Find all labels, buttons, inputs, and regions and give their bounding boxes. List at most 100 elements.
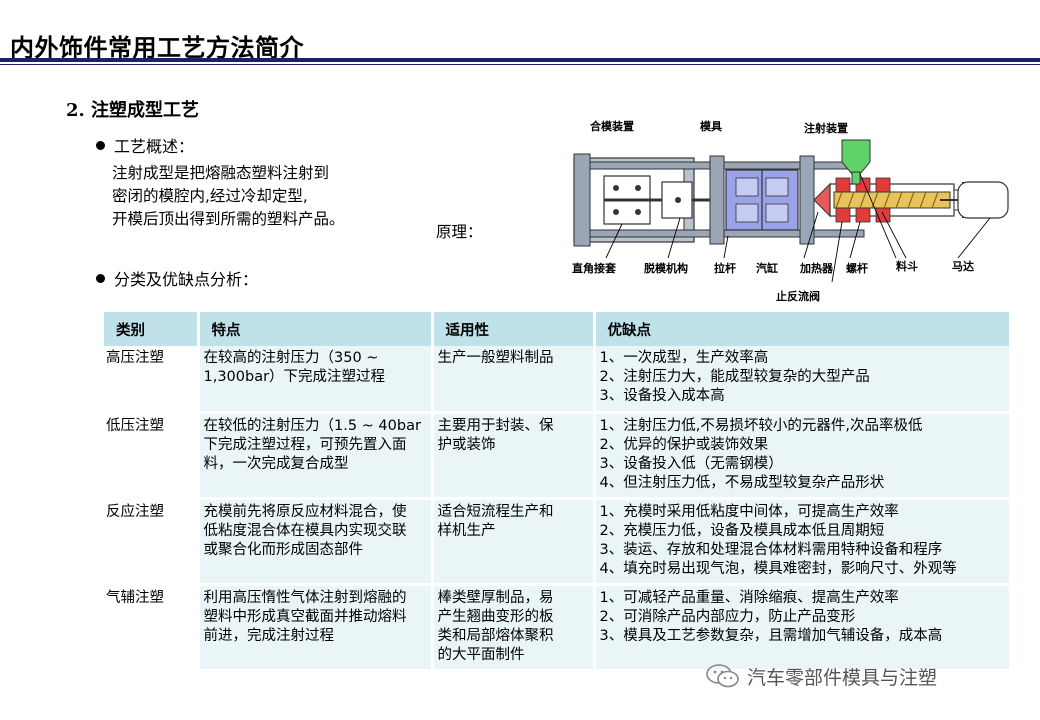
cell-pros-cons: 1、充模时采用低粘度中间体，可提高生产效率 2、充模压力低，设备及模具成本低且周…: [594, 498, 1012, 586]
cell-features: 在较低的注射压力（1.5 ~ 40bar 下完成注塑过程，可预先置入面 料，一次…: [198, 412, 434, 500]
cell-suitability: 棒类壁厚制品，易 产生翘曲变形的板 类和局部熔体聚积 的大平面制件: [432, 584, 596, 672]
wechat-icon: [706, 664, 739, 688]
cell-line: 2、注射压力大，能成型较复杂的大型产品: [599, 369, 870, 385]
table-row: 气辅注塑 利用高压惰性气体注射到熔融的 塑料中形成真空截面并推动熔料 前进，完成…: [104, 584, 1012, 672]
motor: [957, 181, 1009, 219]
bullet-icon: [96, 274, 105, 283]
table-header-row: 类别 特点 适用性 优缺点: [104, 312, 1012, 346]
mold-cavity: [735, 203, 759, 223]
cell-pros-cons: 1、可减轻产品重量、消除缩痕、提高生产效率 2、可消除产品内部应力，防止产品变形…: [594, 584, 1012, 672]
injection-machine-diagram: 合模装置 模具 注射装置 直角接套 脱模机构 拉杆 汽缸 加热器 螺杆 料斗 马…: [560, 112, 1020, 308]
process-table: 类别 特点 适用性 优缺点 高压注塑 在较高的注射压力（350 ~ 1,300b…: [104, 312, 1012, 672]
rear-platen: [573, 153, 591, 247]
cell-line: 1、一次成型，生产效率高: [599, 350, 769, 366]
principle-label: 原理：: [436, 223, 483, 241]
pivot: [613, 209, 619, 215]
label-ejector: 脱模机构: [644, 262, 688, 275]
cell-line: 3、设备投入低（无需钢模）: [599, 455, 783, 472]
cell-category: 反应注塑: [104, 498, 200, 586]
cell-suitability: 主要用于封装、保 护或装饰: [432, 412, 596, 500]
cell-line: 适合短流程生产和: [437, 503, 554, 520]
label-motor: 马达: [952, 260, 974, 273]
cell-line: 低粘度混合体在模具内实现交联: [203, 522, 407, 539]
cell-line: 产生翘曲变形的板: [437, 608, 554, 625]
table-row: 反应注塑 充模前先将原反应材料混合，使 低粘度混合体在模具内实现交联 或聚合化而…: [104, 498, 1012, 586]
overview-text: 注射成型是把熔融态塑料注射到 密闭的模腔内,经过冷却定型, 开模后顶出得到所需的…: [112, 162, 345, 231]
label-toggle: 直角接套: [572, 262, 616, 275]
table-row: 低压注塑 在较低的注射压力（1.5 ~ 40bar 下完成注塑过程，可预先置入面…: [104, 412, 1012, 500]
cell-category: 气辅注塑: [104, 584, 200, 672]
cell-suitability: 生产一般塑料制品: [432, 346, 596, 414]
cell-line: 类和局部熔体聚积: [437, 627, 554, 644]
cell-line: 1、注射压力低,不易损坏较小的元器件,次品率极低: [599, 417, 923, 434]
title-rule-thin: [0, 64, 1040, 65]
cell-category: 高压注塑: [104, 346, 200, 414]
cell-line: 样机生产: [437, 522, 496, 539]
watermark-text: 汽车零部件模具与注塑: [747, 666, 938, 689]
cell-line: 下完成注塑过程，可预先置入面: [203, 436, 407, 453]
cell-line: 塑料中形成真空截面并推动熔料: [203, 608, 407, 625]
cell-line: 主要用于封装、保: [437, 417, 554, 434]
pivot: [635, 185, 641, 191]
label-tie-bar: 拉杆: [714, 262, 736, 275]
classification-label: 分类及优缺点分析：: [114, 270, 259, 289]
header-suitability: 适用性: [432, 312, 596, 346]
cell-line: 4、但注射压力低，不易成型较复杂产品形状: [599, 474, 885, 491]
title-rule: [0, 58, 1040, 62]
cell-line: 3、模具及工艺参数复杂，且需增加气辅设备，成本高: [599, 627, 943, 644]
cell-features: 利用高压惰性气体注射到熔融的 塑料中形成真空截面并推动熔料 前进，完成注射过程: [198, 584, 434, 672]
cell-line: 棒类壁厚制品，易: [437, 589, 554, 606]
cell-line: 料，一次完成复合成型: [203, 455, 349, 472]
cell-line: 利用高压惰性气体注射到熔融的: [203, 589, 407, 606]
cell-pros-cons: 1、一次成型，生产效率高 2、注射压力大，能成型较复杂的大型产品 3、设备投入成…: [594, 346, 1012, 414]
moving-platen: [709, 155, 725, 245]
page-title: 内外饰件常用工艺方法简介: [10, 33, 304, 62]
cell-category: 低压注塑: [104, 412, 200, 500]
label-hopper: 料斗: [896, 260, 918, 273]
cell-line: 4、填充时易出现气泡，模具难密封，影响尺寸、外观等: [599, 560, 957, 577]
overview-line: 密闭的模腔内,经过冷却定型,: [112, 187, 308, 205]
cell-features: 充模前先将原反应材料混合，使 低粘度混合体在模具内实现交联 或聚合化而形成固态部…: [198, 498, 434, 586]
cell-line: 的大平面制件: [437, 646, 525, 663]
cell-line: 3、装运、存放和处理混合体材料需用特种设备和程序: [599, 541, 943, 558]
cell-line: 1、充模时采用低粘度中间体，可提高生产效率: [599, 503, 899, 520]
section-heading: 2. 注塑成型工艺: [66, 100, 200, 121]
pivot: [613, 185, 619, 191]
mold-cavity: [765, 203, 789, 223]
label-cylinder: 汽缸: [756, 262, 778, 275]
header-features: 特点: [198, 312, 434, 346]
label-injection: 注射装置: [804, 122, 848, 135]
pivot: [635, 209, 641, 215]
label-mold: 模具: [700, 120, 722, 133]
cell-line: 3、设备投入成本高: [599, 388, 725, 404]
cell-line: 1,300bar）下完成注塑过程: [203, 369, 386, 385]
cell-line: 1、可减轻产品重量、消除缩痕、提高生产效率: [599, 589, 899, 606]
mold-cavity: [735, 177, 759, 197]
overview-line: 开模后顶出得到所需的塑料产品。: [112, 210, 345, 228]
cell-line: 护或装饰: [437, 436, 496, 453]
cell-features: 在较高的注射压力（350 ~ 1,300bar）下完成注塑过程: [198, 346, 434, 414]
header-category: 类别: [104, 312, 200, 346]
header-pros-cons: 优缺点: [594, 312, 1012, 346]
cell-line: 生产一般塑料制品: [437, 350, 554, 366]
label-heater: 加热器: [800, 262, 833, 275]
label-screw: 螺杆: [846, 262, 868, 275]
bullet-icon: [96, 141, 105, 150]
cell-pros-cons: 1、注射压力低,不易损坏较小的元器件,次品率极低 2、优异的保护或装饰效果 3、…: [594, 412, 1012, 500]
cell-line: 2、可消除产品内部应力，防止产品变形: [599, 608, 856, 625]
cell-suitability: 适合短流程生产和 样机生产: [432, 498, 596, 586]
cell-line: 2、充模压力低，设备及模具成本低且周期短: [599, 522, 885, 539]
pivot: [675, 197, 681, 203]
classification-table: 类别 特点 适用性 优缺点 高压注塑 在较高的注射压力（350 ~ 1,300b…: [104, 312, 1012, 672]
overview-line: 注射成型是把熔融态塑料注射到: [112, 164, 330, 182]
nozzle: [813, 182, 831, 218]
mold-cavity: [765, 177, 789, 197]
machine-illustration: [573, 139, 1009, 283]
cell-line: 前进，完成注射过程: [203, 627, 335, 644]
table-row: 高压注塑 在较高的注射压力（350 ~ 1,300bar）下完成注塑过程 生产一…: [104, 346, 1012, 414]
cell-line: 在较低的注射压力（1.5 ~ 40bar: [203, 417, 421, 434]
cell-line: 或聚合化而形成固态部件: [203, 541, 364, 558]
cell-line: 在较高的注射压力（350 ~: [203, 350, 379, 366]
watermark: 汽车零部件模具与注塑: [705, 662, 937, 690]
overview-label: 工艺概述：: [114, 137, 195, 156]
